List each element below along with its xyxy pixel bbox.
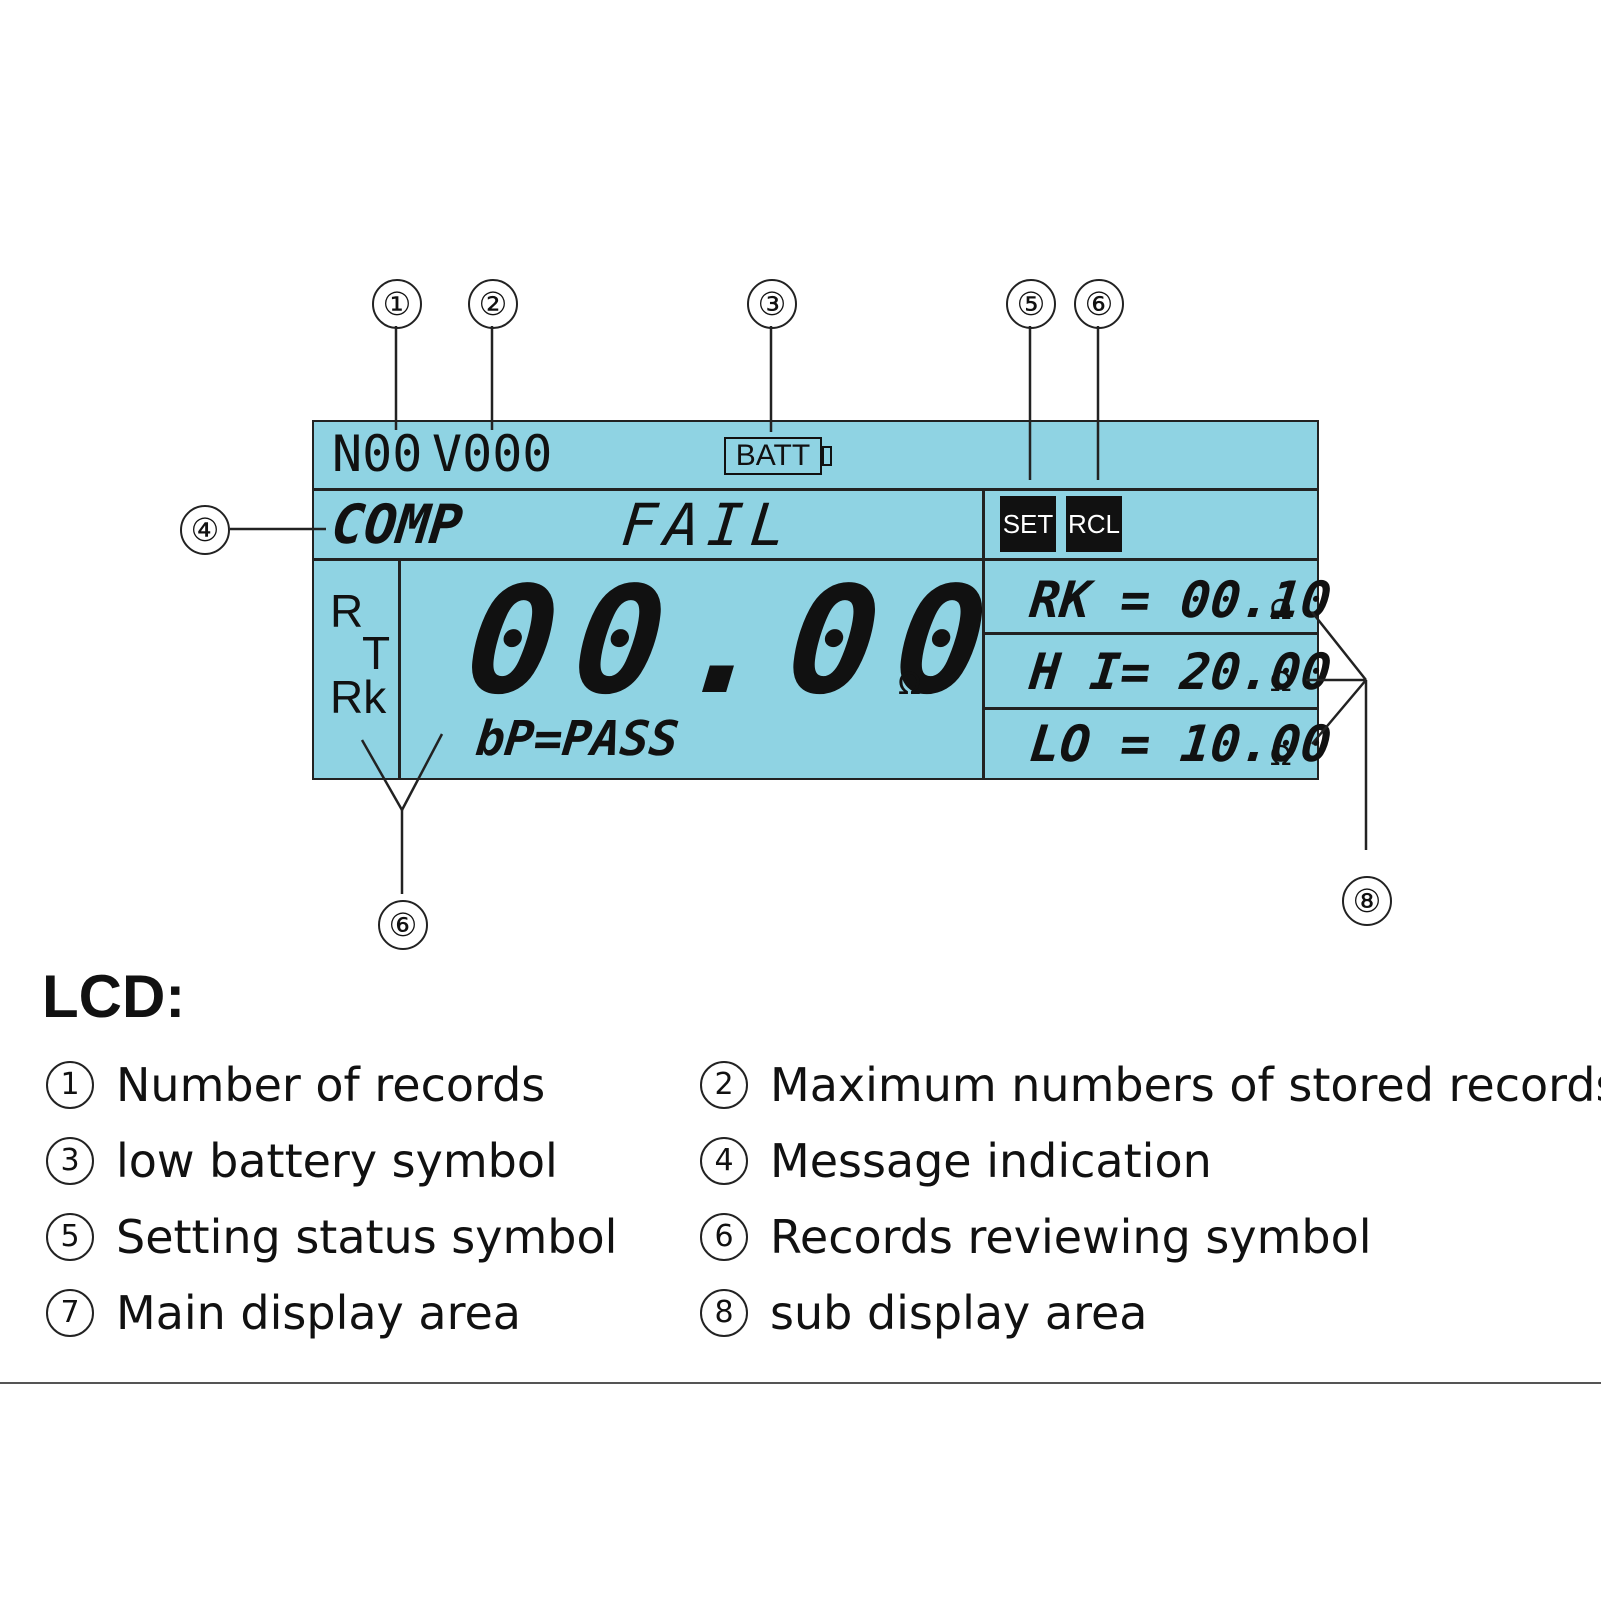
rcl-badge: RCL [1066,496,1122,552]
legend-num-4: 4 [700,1137,748,1185]
legend-title: LCD: [42,963,186,1030]
symbol-rk: Rk [330,671,387,723]
callout-8: ⑧ [1342,876,1392,926]
battery-terminal [822,446,832,466]
legend-text-7: Main display area [116,1286,521,1340]
legend-num-2: 2 [700,1061,748,1109]
callout-5: ⑤ [1006,279,1056,329]
leader-8-c [1311,679,1367,745]
legend-text-6: Records reviewing symbol [770,1210,1372,1264]
leader-6b-left [360,739,404,811]
lcd-divider-sub-2 [982,707,1319,710]
lcd-divider-message [312,558,1319,561]
max-records: V000 [432,425,553,483]
set-badge: SET [1000,496,1056,552]
lcd-panel [312,420,1319,780]
lcd-divider-vertical-left [398,558,401,780]
legend-num-7: 7 [46,1289,94,1337]
bottom-divider [0,1382,1601,1384]
symbol-t: T [362,627,391,679]
legend-num-8: 8 [700,1289,748,1337]
sub-lo-unit: Ω [1270,739,1292,772]
legend-item-2: 2 Maximum numbers of stored records [700,1058,1601,1112]
callout-3: ③ [747,279,797,329]
legend-text-8: sub display area [770,1286,1148,1340]
lcd-divider-sub-1 [982,632,1319,635]
callout-1: ① [372,279,422,329]
battery-icon: BATT [724,437,822,475]
legend-item-3: 3 low battery symbol [46,1134,558,1188]
legend-num-3: 3 [46,1137,94,1185]
records-count: N00 [332,425,423,483]
legend-text-3: low battery symbol [116,1134,558,1188]
legend-item-4: 4 Message indication [700,1134,1212,1188]
legend-item-6: 6 Records reviewing symbol [700,1210,1372,1264]
callout-4: ④ [180,505,230,555]
legend-text-1: Number of records [116,1058,546,1112]
legend-num-6: 6 [700,1213,748,1261]
symbol-r: R [330,585,364,637]
battery-label: BATT [735,439,811,472]
legend-item-5: 5 Setting status symbol [46,1210,617,1264]
leader-6b-right [400,733,444,811]
sub-rk-unit: Ω [1270,593,1292,626]
main-unit: Ω [898,667,921,702]
legend-item-8: 8 sub display area [700,1286,1147,1340]
legend-item-7: 7 Main display area [46,1286,521,1340]
legend-text-4: Message indication [770,1134,1212,1188]
legend-item-1: 1 Number of records [46,1058,545,1112]
callout-6-lower: ⑥ [378,900,428,950]
sub-hi-unit: Ω [1270,665,1292,698]
callout-6: ⑥ [1074,279,1124,329]
legend-text-5: Setting status symbol [116,1210,618,1264]
legend-num-5: 5 [46,1213,94,1261]
leader-8-a [1311,611,1367,681]
lcd-divider-top [312,488,1319,491]
legend-num-1: 1 [46,1061,94,1109]
callout-2: ② [468,279,518,329]
legend-text-2: Maximum numbers of stored records [770,1058,1601,1112]
